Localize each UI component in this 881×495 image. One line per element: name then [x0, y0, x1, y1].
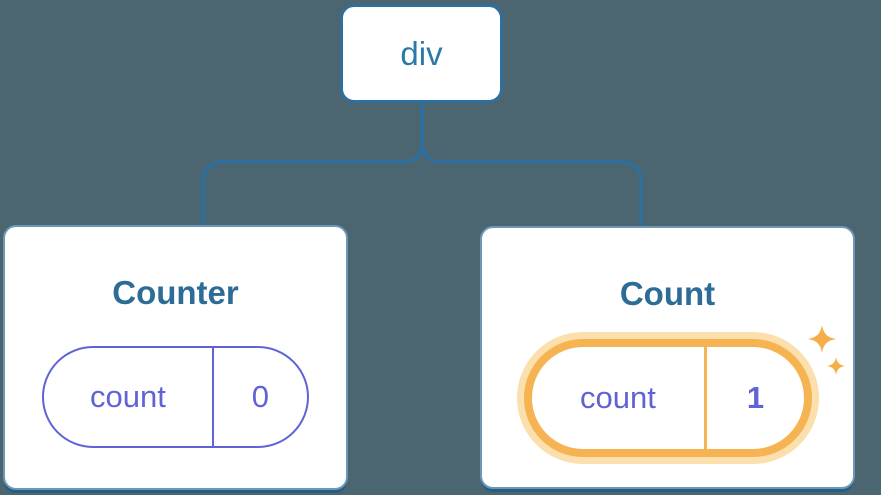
tree-node-counter: Counter count 0 [3, 225, 348, 490]
state-value-label: 0 [251, 378, 270, 414]
tree-node-count: Count count 1 [480, 226, 855, 489]
component-name-counter: Counter [112, 274, 239, 311]
state-key-label: count [89, 378, 166, 414]
state-key-label: count [580, 379, 656, 415]
state-pill-count-highlighted: count 1 [523, 338, 812, 457]
state-pill-counter: count 0 [42, 345, 309, 448]
state-key-cell: count [532, 346, 708, 449]
sparkles-icon [808, 325, 845, 375]
component-name-count: Count [619, 275, 716, 312]
tree-node-div-label: div [400, 34, 443, 72]
state-value-cell: 0 [214, 348, 307, 446]
state-value-cell: 1 [707, 347, 803, 449]
tree-node-div: div [340, 4, 503, 103]
state-key-cell: count [44, 347, 214, 446]
state-value-label: 1 [746, 379, 765, 415]
